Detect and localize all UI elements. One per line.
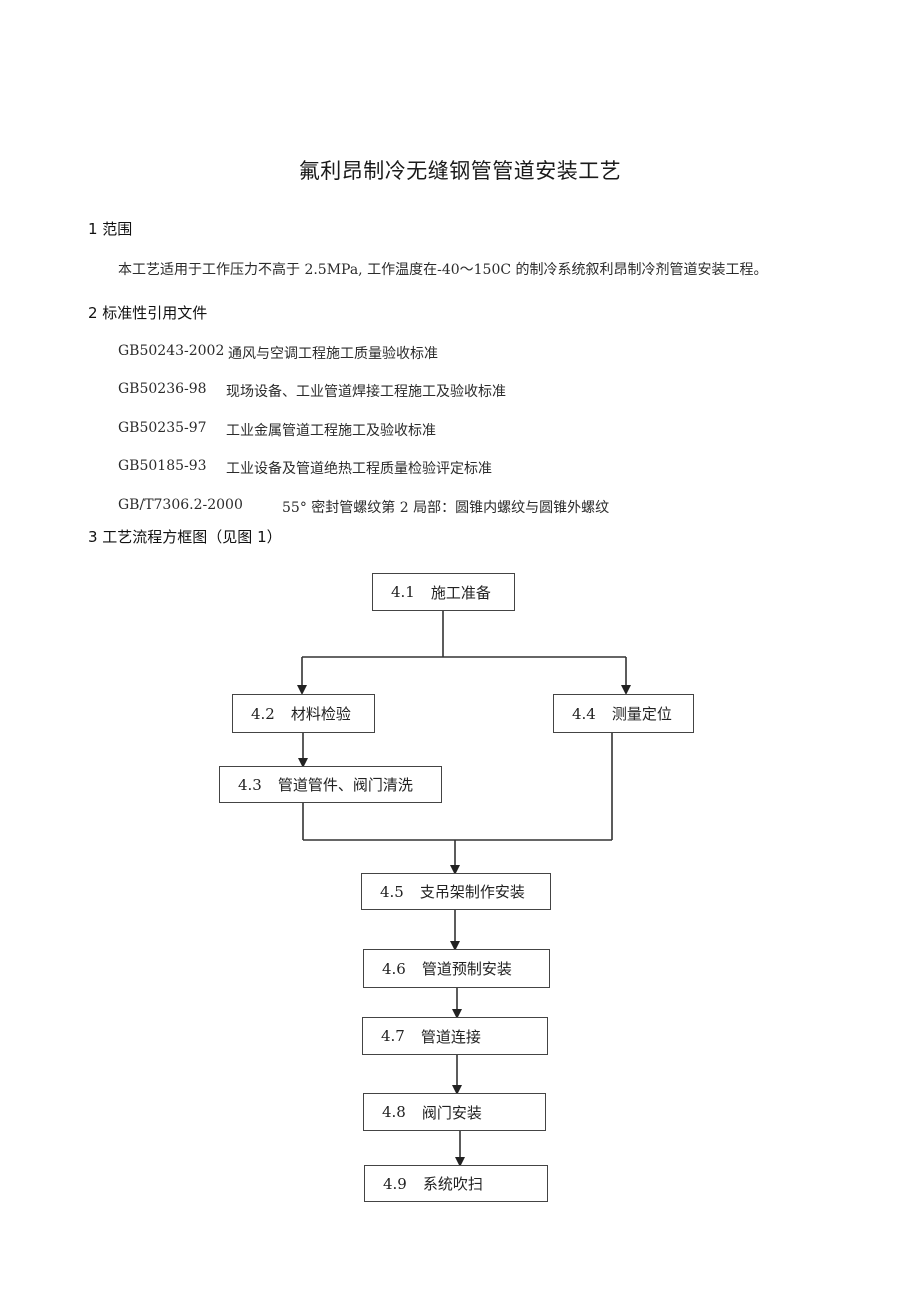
step-number: 4.7 [381,1027,405,1045]
ref-title: 通风与空调工程施工质量验收标准 [228,346,438,362]
flow-step: 4.3 管道管件、阀门清洗 [219,766,442,803]
ref-code: GB50236-98 [118,381,207,397]
flow-step: 4.1 施工准备 [372,573,515,611]
step-number: 4.2 [251,704,275,723]
document-title: 氟利昂制冷无缝钢管管道安装工艺 [298,159,622,183]
ref-code: GB50185-93 [118,458,207,474]
flow-step: 4.8 阀门安装 [363,1093,546,1131]
flow-step: 4.9 系统吹扫 [364,1165,548,1202]
step-label: 管道连接 [420,1027,481,1046]
step-number: 4.8 [382,1103,406,1121]
step-label: 系统吹扫 [422,1175,483,1193]
flow-step: 4.5 支吊架制作安装 [361,873,551,910]
step-number: 4.1 [391,583,415,601]
step-label: 施工准备 [430,583,491,602]
flow-step: 4.2 材料检验 [232,694,375,733]
step-label: 支吊架制作安装 [419,883,525,901]
ref-code: GB50243-2002 [118,343,225,359]
flow-step: 4.4 测量定位 [553,694,694,733]
ref-title: 工业设备及管道绝热工程质量检验评定标准 [226,461,492,477]
section-1-text: 本工艺适用于工作压力不高于 2.5MPa, 工作温度在-40～150C 的制冷系… [118,262,768,278]
ref-code: GB50235-97 [118,420,207,436]
step-number: 4.5 [380,882,404,901]
section-2-heading: 2 标准性引用文件 [88,304,208,322]
step-number: 4.9 [383,1174,407,1193]
step-label: 测量定位 [611,705,672,723]
ref-title: 55° 密封管螺纹第 2 局部：圆锥内螺纹与圆锥外螺纹 [282,500,610,516]
ref-title: 工业金属管道工程施工及验收标准 [226,423,436,439]
step-number: 4.3 [238,775,262,794]
ref-title: 现场设备、工业管道焊接工程施工及验收标准 [226,384,506,400]
step-label: 管道管件、阀门清洗 [277,776,413,794]
section-1-heading: 1 范围 [88,220,133,238]
step-label: 材料检验 [290,705,351,723]
flow-step: 4.7 管道连接 [362,1017,548,1055]
step-number: 4.4 [572,704,596,723]
section-3-heading: 3 工艺流程方框图（见图 1） [88,528,282,546]
flow-step: 4.6 管道预制安装 [363,949,550,988]
step-label: 管道预制安装 [421,960,512,978]
ref-code: GB/T7306.2-2000 [118,497,243,513]
step-label: 阀门安装 [421,1103,482,1122]
step-number: 4.6 [382,959,406,978]
